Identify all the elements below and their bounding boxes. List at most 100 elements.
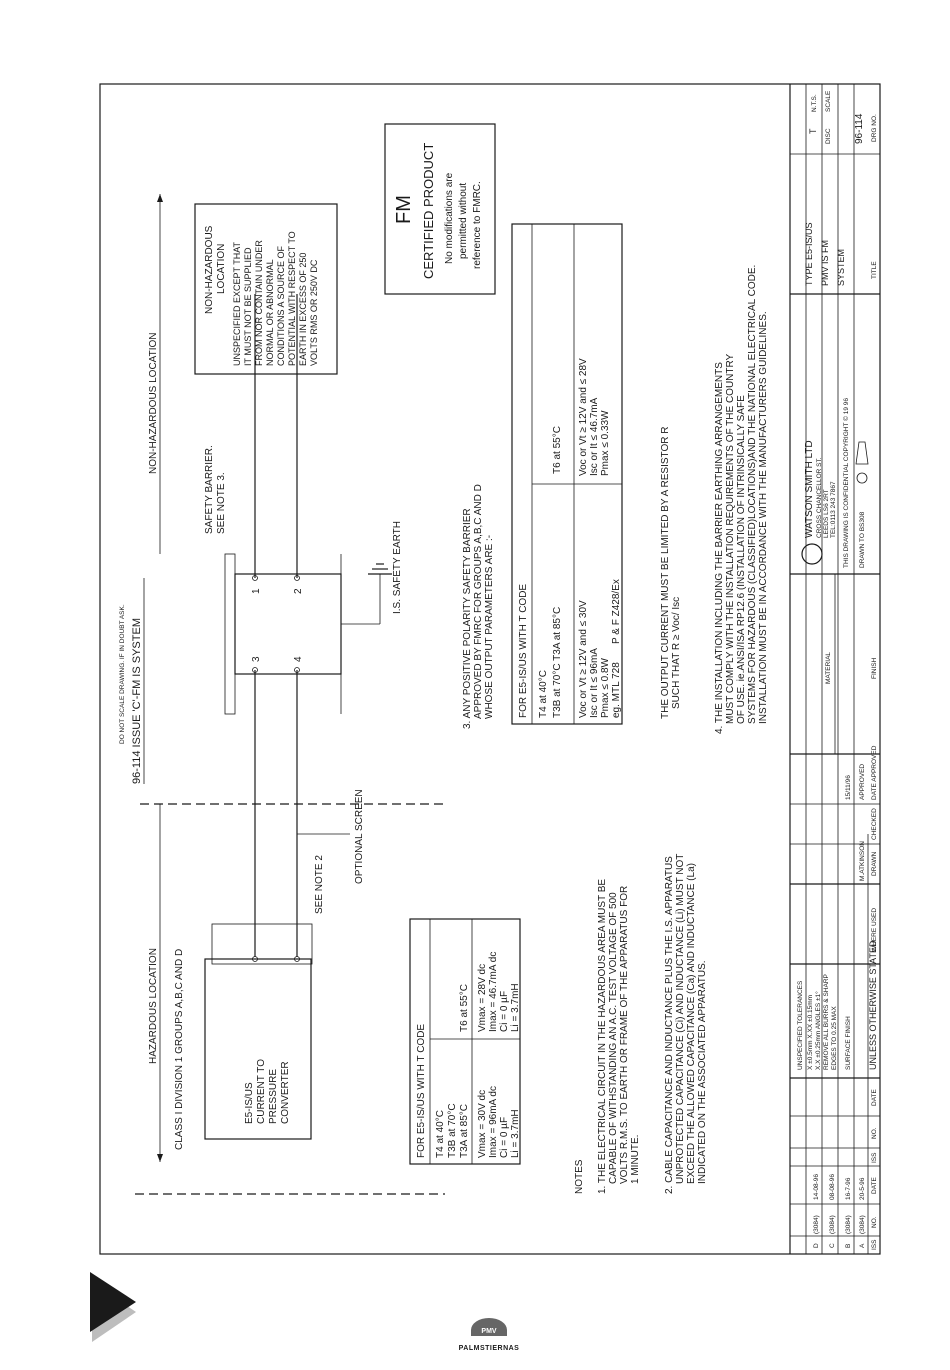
is-safety-earth-label: I.S. SAFETY EARTH — [392, 521, 403, 614]
fm-line-2: permitted without — [458, 183, 469, 259]
projection-symbol-icon — [856, 472, 868, 484]
approved-label: APPROVED — [859, 764, 866, 800]
title-line-2: PMV IS FM — [820, 240, 830, 286]
drawn-by: M.ATKINSON — [859, 841, 866, 881]
rev-b-no: (3084) — [845, 1215, 852, 1234]
where-used-label: WHERE USED — [871, 908, 878, 952]
table1-header: FOR E5-IS/US WITH T CODE — [416, 1024, 427, 1158]
rev-header-iss-2: ISS — [871, 1152, 878, 1163]
scale-label: SCALE — [825, 90, 832, 112]
non-hazardous-arrow-head — [157, 194, 163, 202]
note2-line-3: EXCEED THE ALLOWED CAPACITANCE (Ca) AND … — [686, 863, 697, 1184]
non-haz-line-2: IT MUST NOT BE SUPPLIED — [243, 247, 253, 366]
rev-b-iss: B — [845, 1244, 852, 1248]
table1-r2l-4: Li = 3.7mH — [510, 1109, 521, 1158]
table1-r1l-2: T3B at 70°C — [447, 1103, 458, 1158]
tolerances-line-1: X ±0.5mm X.XX ±0.15mm — [807, 995, 814, 1070]
rev-a-no: (3084) — [859, 1215, 866, 1234]
terminal-3: 3 — [251, 656, 262, 662]
drawing-border — [99, 83, 881, 1255]
rev-header-date: DATE — [871, 1176, 878, 1194]
note2-line-2: UNPROTECTED CAPACITANCE (Ci) AND INDUCTA… — [675, 854, 686, 1184]
note1-line-2: CAPABLE OF WITHSTANDING AN A.C. TEST VOL… — [608, 892, 619, 1184]
note4-line-3: OF USE. ie.ANSI/ISA RP12.6 (INSTALLATION… — [736, 395, 747, 724]
fm-certified-title: CERTIFIED PRODUCT — [421, 143, 436, 279]
non-haz-line-3: FROM NOR CONTAIN UNDER — [254, 240, 264, 366]
table2-r2l-2: Isc or It ≤ 96mA — [589, 648, 600, 718]
title-block — [789, 84, 880, 1254]
rev-a-date: 20-5-96 — [859, 1177, 866, 1200]
note4-line-4: SYSTEMS FOR HAZARDOUS (CLASSIFIED)LOCATI… — [747, 265, 758, 724]
checked-label: CHECKED — [871, 808, 878, 840]
brand-logo: PMV PALMSTIERNAS — [444, 1318, 534, 1352]
table2-r2l-4: eg. MTL 728 — [611, 662, 622, 718]
fm-logo: FM — [393, 195, 415, 224]
terminal-4: 4 — [293, 656, 304, 662]
non-hazardous-box — [194, 203, 338, 375]
rev-a-iss: A — [859, 1243, 866, 1248]
table2-r1r-1: T6 at 55°C — [552, 426, 563, 474]
note3-line-3: WHOSE OUTPUT PARAMETERS ARE :- — [484, 535, 495, 719]
table2-header: FOR E5-IS/US WITH T CODE — [518, 584, 529, 718]
safety-barrier-label: SAFETY BARRIER. — [204, 445, 215, 534]
date-approved-label: DATE APPROVED — [871, 745, 878, 800]
table2-r2l-5: P & F Z428/Ex — [611, 579, 622, 644]
device-line-4: CONVERTER — [280, 1061, 291, 1124]
terminal-1: 1 — [251, 588, 262, 594]
disc-value: T — [808, 128, 818, 134]
drg-no-label: DRG NO. — [871, 114, 878, 142]
note4-line-5: INSTALLATION MUST BE IN ACCORDANCE WITH … — [758, 311, 769, 724]
date-approved: 15/11/96 — [845, 775, 852, 800]
company-name: WATSON SMITH LTD — [804, 440, 815, 538]
non-haz-line-5: CONDITIONS A SOURCE OF — [276, 245, 286, 366]
note1-line-4: 1 MINUTE. — [630, 1135, 641, 1184]
drawn-to-bs: DRAWN TO BS308 — [859, 511, 866, 568]
rev-header-no: NO. — [871, 1216, 878, 1228]
table-2 — [511, 223, 623, 725]
play-arrow-icon[interactable] — [90, 1272, 136, 1332]
tolerances-title: UNSPECIFIED TOLERANCES — [797, 980, 804, 1070]
hazardous-location-label: HAZARDOUS LOCATION — [148, 948, 159, 1064]
table1-r2r-3: Ci = 0 µF — [499, 991, 510, 1032]
note2-line-4: INDICATED ON THE ASSOCIATED APPARATUS. — [697, 960, 708, 1184]
device-line-2: CURRENT TO — [256, 1059, 267, 1124]
table2-r1l-2: T3B at 70°C T3A at 85°C — [552, 607, 563, 718]
rev-c-iss: C — [829, 1243, 836, 1248]
device-line-1: E5-IS/US — [244, 1082, 255, 1124]
table2-r2r-1: Voc or Vt ≥ 12V and ≤ 28V — [578, 358, 589, 476]
rev-b-date: 16-7-96 — [845, 1177, 852, 1200]
tolerances-line-4: EDGES TO 0.25 MAX — [831, 1006, 838, 1070]
note3b-line-1: THE OUTPUT CURRENT MUST BE LIMITED BY A … — [660, 427, 671, 719]
din-rail-icon — [224, 553, 236, 715]
brand-badge-text: PMV — [481, 1328, 497, 1335]
tolerances-line-2: X.X ±0.25mm ANGLES ±1° — [814, 991, 822, 1070]
rev-header-no-2: NO. — [871, 1127, 878, 1139]
notes-title: NOTES — [574, 1159, 585, 1194]
material-label: MATERIAL — [825, 652, 832, 684]
rev-d-no: (3084) — [813, 1215, 820, 1234]
non-haz-box-title-2: LOCATION — [216, 244, 227, 294]
device-line-3: PRESSURE — [268, 1069, 279, 1124]
brand-word: PALMSTIERNAS — [458, 1345, 520, 1352]
table1-r2r-4: Li = 3.7mH — [510, 983, 521, 1032]
rev-d-iss: D — [813, 1243, 820, 1248]
table2-r2r-3: Pmax ≤ 0.33W — [600, 410, 611, 476]
note3b-line-2: SUCH THAT R ≥ Voc/ Isc — [671, 597, 682, 709]
rev-c-no: (3084) — [829, 1215, 836, 1234]
finish-label: FINISH — [871, 657, 878, 679]
main-title: 96-114 ISSUE 'C'-FM IS SYSTEM — [131, 618, 143, 784]
note3-line-1: 3. ANY POSITIVE POLARITY SAFETY BARRIER — [462, 508, 473, 729]
table1-r1l-3: T3A at 85°C — [459, 1104, 470, 1158]
non-haz-box-title-1: NON-HAZARDOUS — [204, 225, 215, 314]
gear-badge-icon: PMV — [471, 1318, 507, 1336]
note3-line-2: APPROVED BY FMRC FOR GROUPS A,B,C AND D — [473, 484, 484, 719]
drawn-label: DRAWN — [871, 851, 878, 876]
drawing-number: 96-114 — [854, 113, 865, 144]
table1-r2l-3: Ci = 0 µF — [499, 1117, 510, 1158]
table1-r2l-1: Vmax = 30V dc — [477, 1090, 488, 1158]
non-haz-line-8: VOLTS RMS OR 250V DC — [309, 259, 319, 366]
rev-d-date: 14-08-96 — [813, 1174, 820, 1200]
fm-certified-box — [384, 123, 496, 295]
table1-r1r-1: T6 at 55°C — [459, 984, 470, 1032]
